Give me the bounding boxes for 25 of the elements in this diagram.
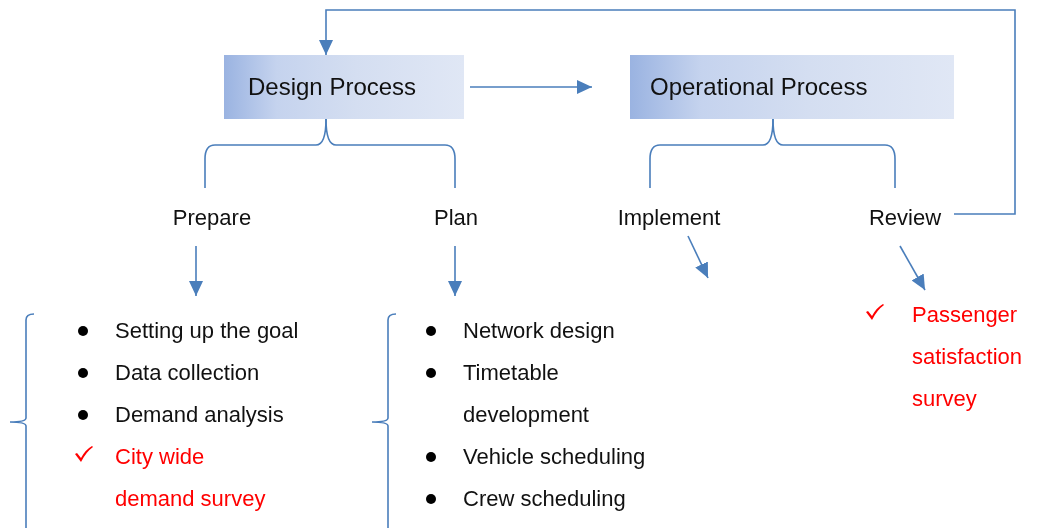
process-label: Design Process <box>248 73 417 101</box>
arrow <box>189 245 203 297</box>
list-item: City wide demand survey <box>115 443 267 513</box>
list-item: Vehicle scheduling <box>463 443 647 471</box>
process-label: Operational Process <box>650 73 868 101</box>
step-label: Implement <box>598 200 740 236</box>
list-item: Crew scheduling <box>463 485 627 513</box>
list-item: Demand analysis <box>115 401 285 429</box>
list-item: Setting up the goal <box>115 317 300 345</box>
brace-line <box>325 118 456 189</box>
process-box <box>630 55 954 119</box>
arrow <box>448 245 462 297</box>
list-item: Data collection <box>115 359 261 387</box>
arrow <box>899 245 926 291</box>
brace-line <box>772 118 896 189</box>
arrow <box>319 9 1016 215</box>
arrow <box>469 80 593 94</box>
list-item: Passenger satisfaction survey <box>912 301 1024 413</box>
arrow <box>687 235 709 279</box>
step-label: Prepare <box>158 200 266 236</box>
process-box <box>224 55 464 119</box>
list-item: Timetable development <box>463 359 590 429</box>
step-label: Plan <box>415 200 497 236</box>
list-item: Network design <box>463 317 616 345</box>
step-label: Review <box>856 200 954 236</box>
